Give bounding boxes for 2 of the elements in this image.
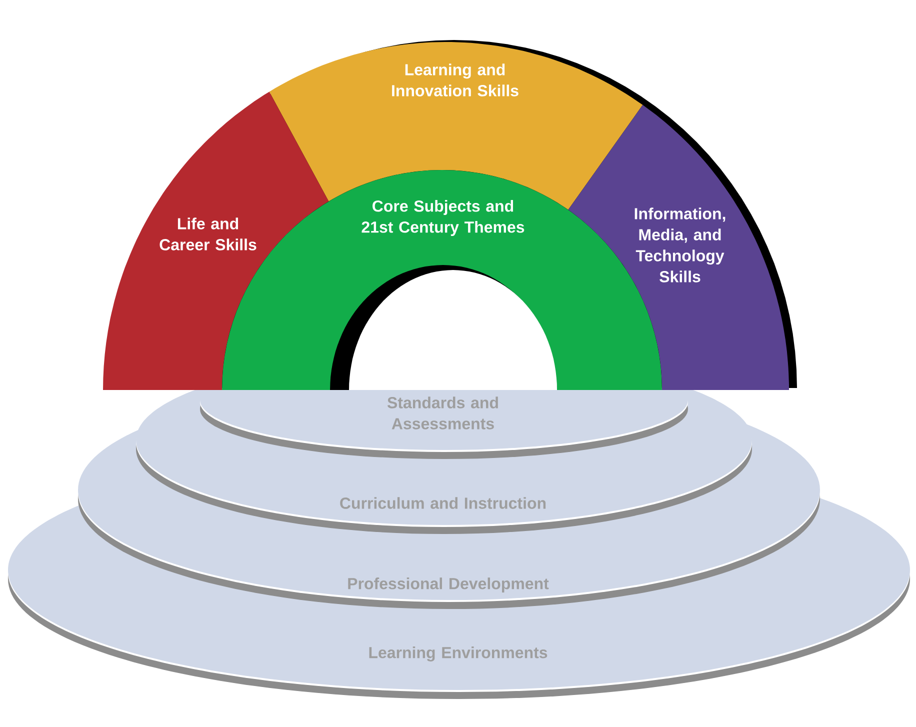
arch-segment: Information, Media, and Technology Skills: [568, 104, 789, 390]
arch-segment: Life and Career Skills: [103, 92, 329, 390]
